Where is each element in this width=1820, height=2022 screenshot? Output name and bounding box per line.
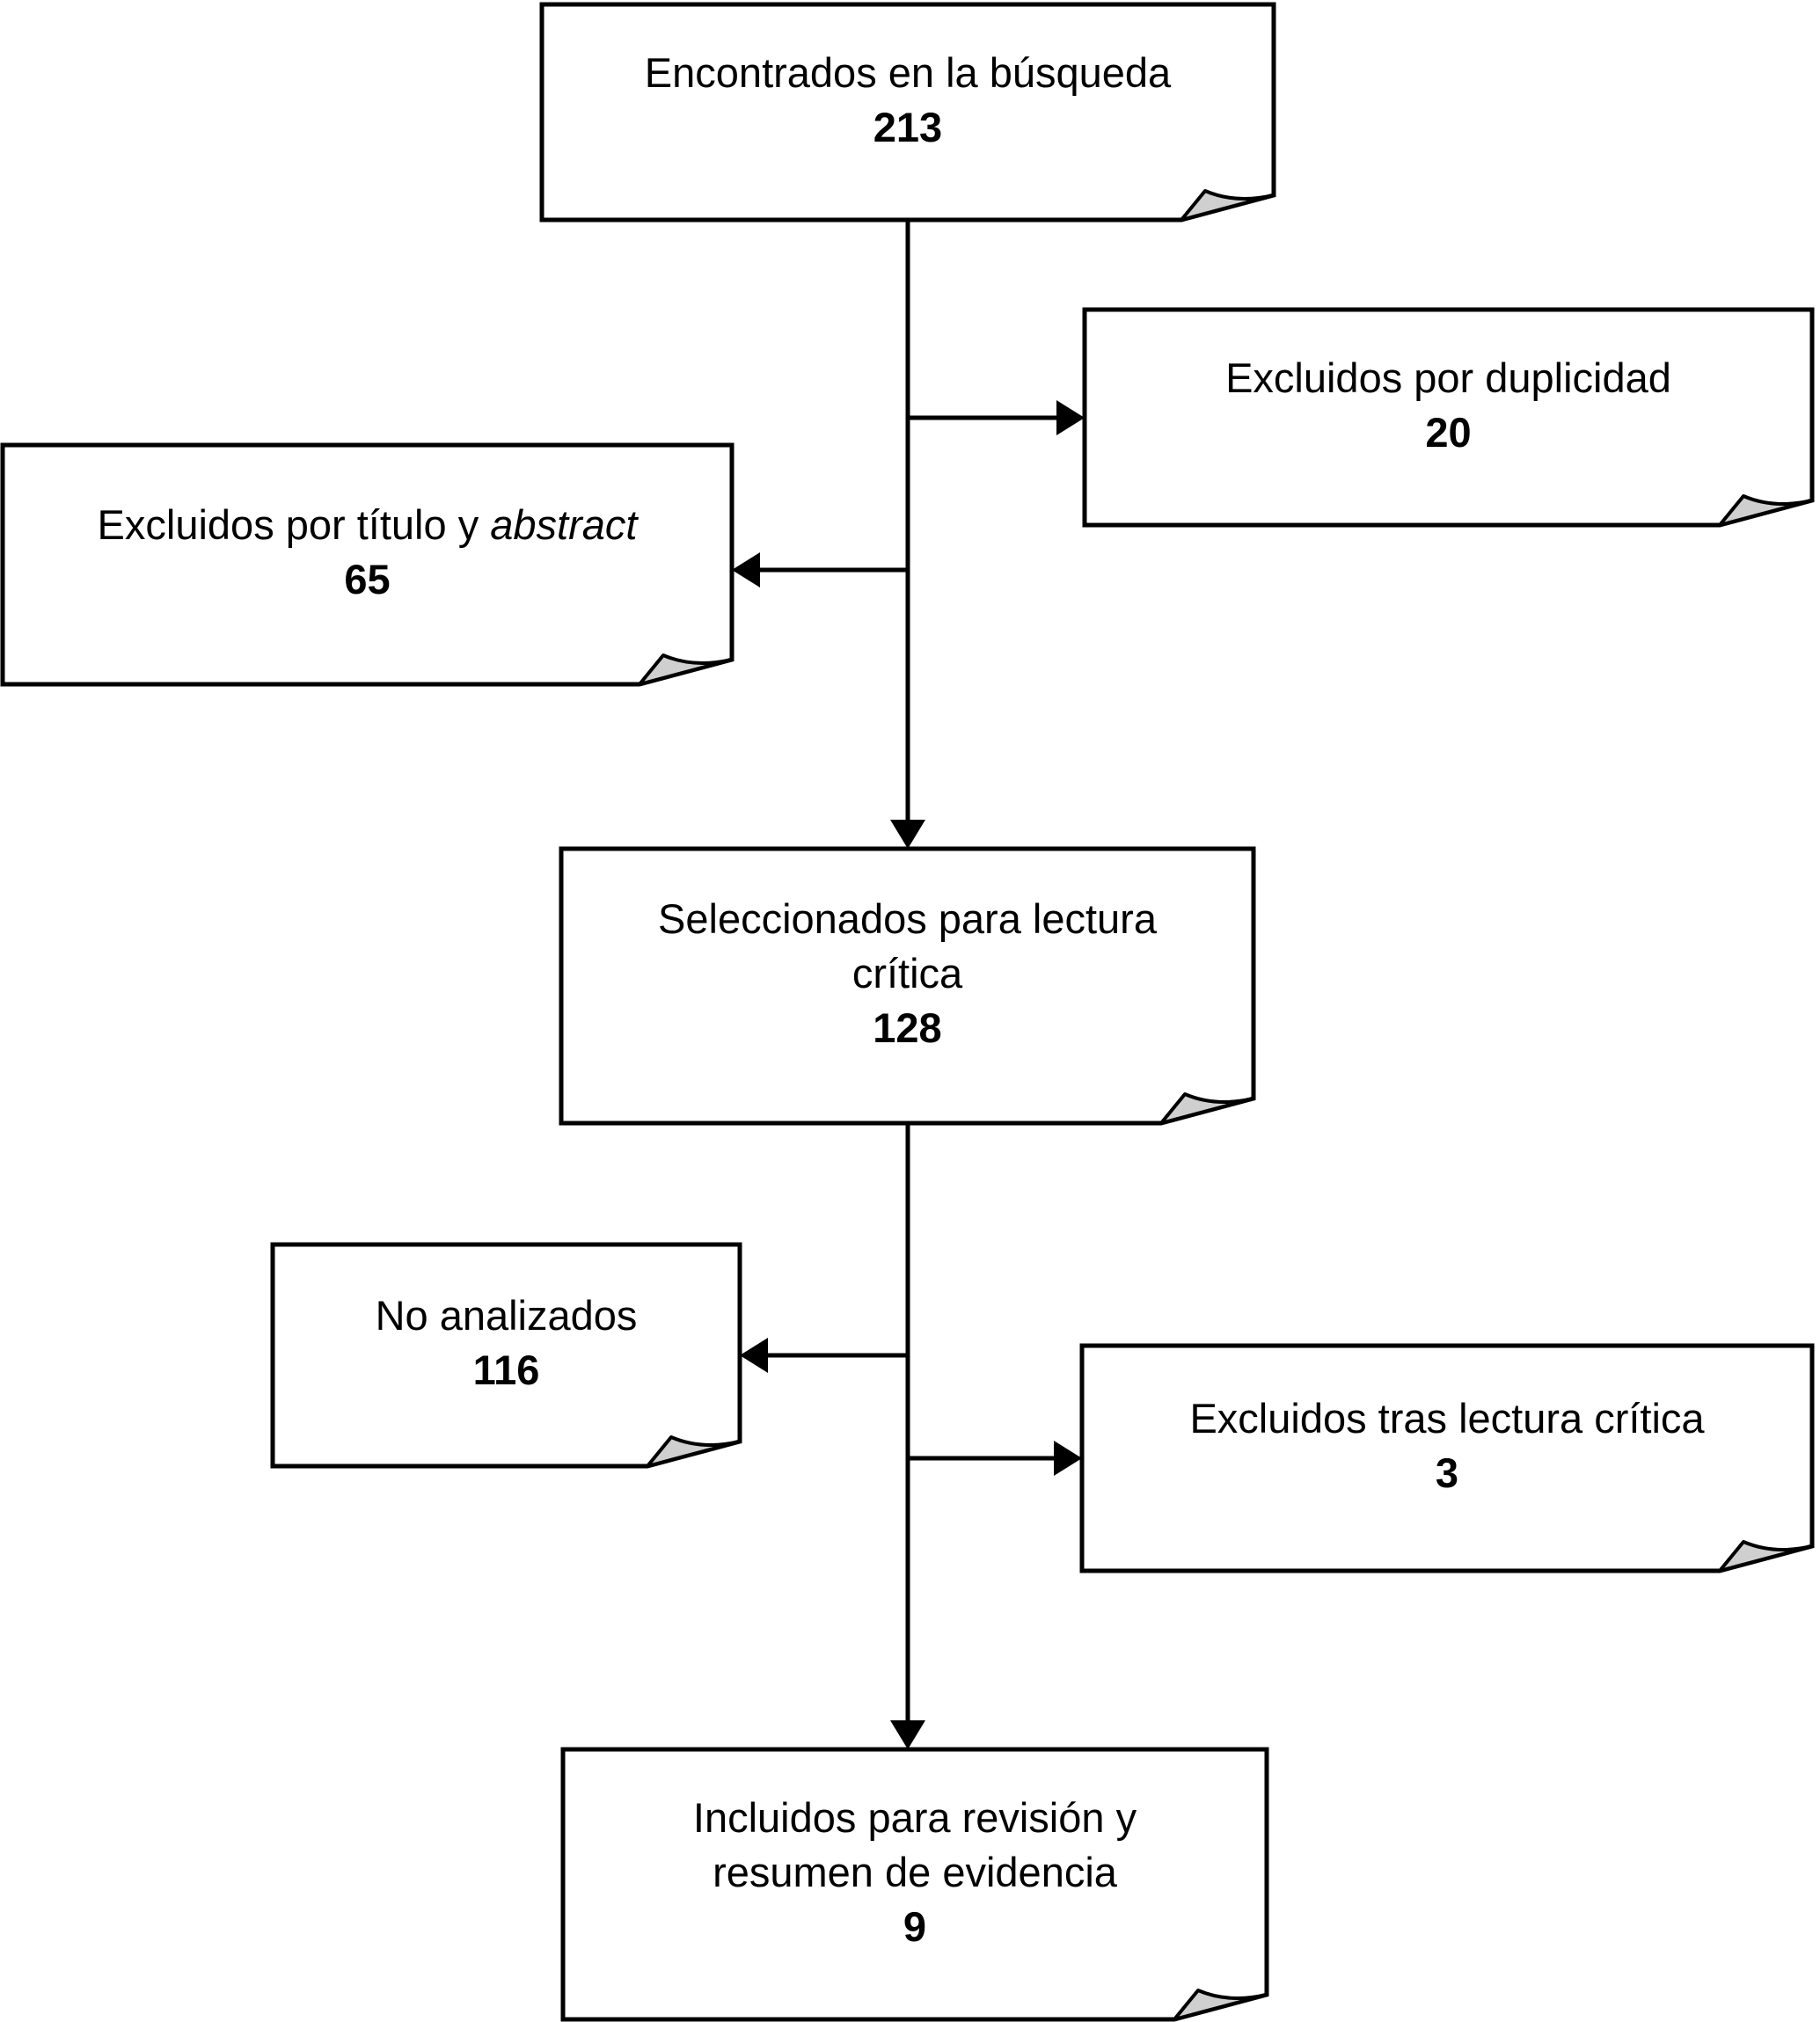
node-not-analyzed-label: No analizados xyxy=(375,1292,638,1339)
box-after-critical-fold-corner xyxy=(1718,1540,1814,1573)
node-selected-critical-reading: Seleccionados para lectura crítica 128 xyxy=(561,849,1254,1123)
node-included-review-count: 9 xyxy=(903,1902,927,1950)
box-included-fold-corner xyxy=(1173,1989,1268,2021)
node-found: Encontrados en la búsqueda 213 xyxy=(542,4,1274,220)
node-excluded-after-critical-reading: Excluidos tras lectura crítica 3 xyxy=(1082,1346,1812,1571)
node-excluded-duplicates: Excluidos por duplicidad 20 xyxy=(1085,310,1812,525)
box-found-fold-corner xyxy=(1180,189,1275,222)
arrowhead-down-included xyxy=(890,1720,925,1749)
node-excluded-title-abstract-count: 65 xyxy=(344,556,391,602)
node-excluded-title-abstract: Excluidos por título y abstract 65 xyxy=(3,445,732,684)
node-excluded-duplicates-count: 20 xyxy=(1425,408,1472,456)
node-excluded-after-critical-reading-label: Excluidos tras lectura crítica xyxy=(1189,1395,1705,1442)
arrowhead-right-duplicates xyxy=(1056,400,1085,435)
node-excluded-title-abstract-label: Excluidos por título y abstract xyxy=(97,501,638,548)
arrowhead-right-after-critical xyxy=(1054,1441,1082,1476)
node-not-analyzed-count: 116 xyxy=(472,1347,540,1393)
box-not-analyzed-fold-corner xyxy=(646,1435,742,1468)
arrowhead-left-not-analyzed xyxy=(740,1338,768,1373)
box-title-abstract-fold-corner xyxy=(638,653,734,686)
abstract-italic-word: abstract xyxy=(490,501,638,548)
box-duplicates-fold-corner xyxy=(1718,494,1814,527)
node-selected-critical-reading-label: Seleccionados para lectura crítica xyxy=(658,895,1157,996)
node-found-count: 213 xyxy=(873,103,943,150)
node-included-review-label: Incluidos para revisión y resumen de evi… xyxy=(692,1793,1137,1895)
arrowhead-down-selected xyxy=(890,820,925,849)
node-included-review: Incluidos para revisión y resumen de evi… xyxy=(563,1749,1267,2019)
node-excluded-duplicates-label: Excluidos por duplicidad xyxy=(1225,354,1671,401)
node-found-label: Encontrados en la búsqueda xyxy=(644,48,1172,96)
node-selected-critical-reading-count: 128 xyxy=(873,1004,942,1051)
node-excluded-after-critical-reading-count: 3 xyxy=(1435,1449,1459,1496)
node-not-analyzed: No analizados 116 xyxy=(273,1245,740,1466)
box-selected-fold-corner xyxy=(1159,1092,1255,1125)
arrowhead-left-title-abstract xyxy=(732,552,760,588)
